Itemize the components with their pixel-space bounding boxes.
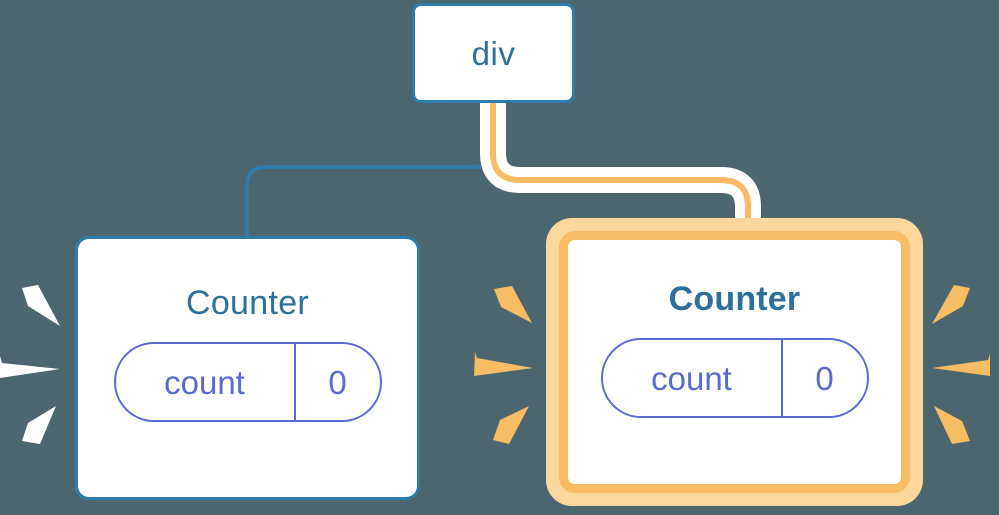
node-div-label: div [471,34,516,72]
sparkle-ray-lower [493,406,529,444]
sparkle-burst-far-right [932,285,990,444]
node-counter-left-label: Counter [185,284,310,322]
sparkle-ray-lower [22,406,56,444]
node-counter-right[interactable]: Counter count 0 [546,218,923,506]
sparkle-ray-upper [22,285,60,326]
sparkle-ray-middle [0,356,60,378]
sparkle-ray-middle [932,354,990,376]
edge-div-to-counter-right [490,103,751,232]
state-value: 0 [293,344,380,420]
edge-div-to-counter-right-halo [480,103,761,232]
state-key: count [164,363,245,401]
sparkle-burst-far-left [0,285,60,444]
edge-div-to-counter-left [245,101,495,238]
sparkle-burst-middle [474,286,533,444]
state-pill-counter-left[interactable]: count 0 [113,342,382,422]
state-key: count [651,359,732,397]
state-value: 0 [780,340,867,416]
node-counter-left[interactable]: Counter count 0 [75,236,420,500]
sparkle-ray-upper [932,285,970,324]
sparkle-ray-lower [934,406,970,444]
node-counter-right-body: Counter count 0 [559,231,910,493]
node-div[interactable]: div [412,3,575,103]
sparkle-ray-upper [494,286,532,323]
sparkle-ray-middle [474,352,533,376]
node-counter-right-label: Counter [668,280,801,318]
state-pill-counter-right[interactable]: count 0 [600,338,869,418]
